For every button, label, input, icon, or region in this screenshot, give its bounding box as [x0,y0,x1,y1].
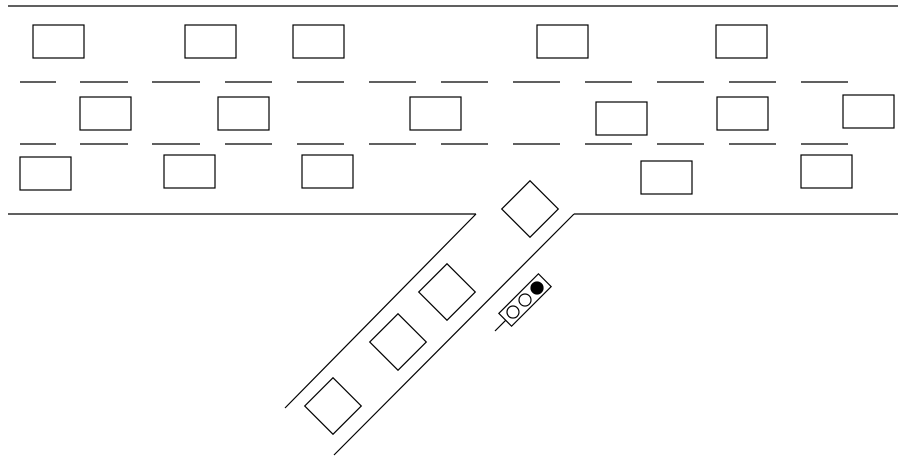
vehicle [843,95,894,128]
vehicle [717,97,768,130]
vehicle [537,25,588,58]
vehicle [302,155,353,188]
vehicle [185,25,236,58]
vehicle [370,314,427,371]
main-lane-top-vehicles [33,25,767,58]
traffic-light [495,274,551,331]
main-lane-bottom-vehicles [20,155,852,194]
vehicle [641,161,692,194]
main-lane-middle-vehicles [80,95,894,135]
vehicle [80,97,131,130]
vehicle [502,181,559,238]
vehicle [33,25,84,58]
vehicle [410,97,461,130]
vehicle [801,155,852,188]
vehicle [20,157,71,190]
vehicle [419,264,476,321]
vehicle [164,155,215,188]
vehicle [293,25,344,58]
vehicle [305,378,362,435]
vehicle [218,97,269,130]
vehicle [596,102,647,135]
side-road-right-edge [334,214,574,455]
vehicle [716,25,767,58]
